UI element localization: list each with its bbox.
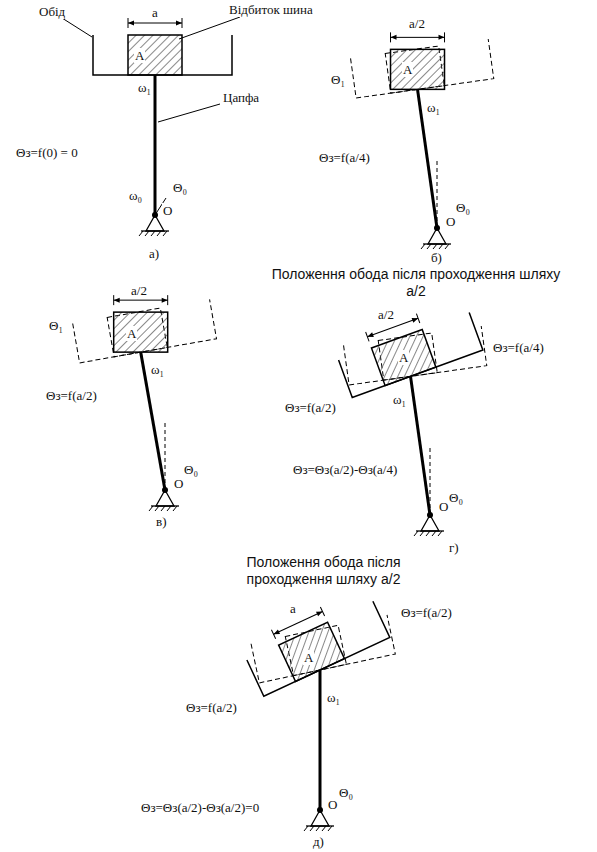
part-label: A <box>402 62 413 77</box>
part-label: O <box>438 499 449 514</box>
part-label: ω₀ <box>128 188 143 203</box>
subfigure-label: а) <box>148 246 160 261</box>
part-label: A <box>126 326 137 341</box>
part-label: O <box>173 476 184 491</box>
position-caption: Положення обода після проходження шляху … <box>215 554 432 588</box>
wheel-figure-b <box>348 19 514 249</box>
part-label: Θз=f(a/2) <box>284 400 337 415</box>
part-label: a/2 <box>377 307 395 322</box>
part-label: Θ₀ <box>172 180 188 195</box>
part-label: O <box>445 214 456 229</box>
part-label: Відбиток шина <box>228 2 314 17</box>
part-label: Θз=f(a/4) <box>492 340 545 355</box>
part-label: Θз=f(a/2) <box>185 700 238 715</box>
part-label: Цапфа <box>222 90 260 105</box>
part-label: a <box>151 5 159 20</box>
subfigure-label: б) <box>430 250 443 265</box>
part-label: Θз=Θз(a/2)-Θз(a/2)=0 <box>140 800 260 815</box>
part-label: O <box>162 203 173 218</box>
part-label: Обід <box>38 4 66 19</box>
part-label: A <box>398 350 409 365</box>
part-label: Θ₁ <box>48 318 64 333</box>
subfigure-label: в) <box>155 514 167 529</box>
part-label: Θз=Θз(a/2)-Θз(a/4) <box>292 462 398 477</box>
part-label: A <box>303 650 314 665</box>
part-label: ω₁ <box>326 690 341 705</box>
part-label: Θз=f(0) = 0 <box>15 145 79 160</box>
part-label: ω₁ <box>150 362 165 377</box>
part-label: ω₁ <box>392 392 407 407</box>
part-label: Θ₀ <box>183 462 199 477</box>
part-label: Θз=f(a/2) <box>400 605 453 620</box>
subfigure-label: д) <box>312 834 325 849</box>
position-caption: Положення обода після проходження шляху … <box>270 266 562 300</box>
part-label: Θз=f(a/2) <box>45 388 98 403</box>
part-label: Θ₀ <box>455 200 471 215</box>
part-label: a <box>289 601 297 616</box>
part-label: a/2 <box>408 16 426 31</box>
part-label: a/2 <box>130 283 148 298</box>
part-label: Θз=f(a/4) <box>318 150 371 165</box>
part-label: Θ₀ <box>448 490 464 505</box>
part-label: ω₁ <box>137 80 152 95</box>
part-label: O <box>327 797 338 812</box>
subfigure-label: г) <box>448 540 460 555</box>
part-label: A <box>134 48 145 63</box>
part-label: Θ₀ <box>338 785 354 800</box>
wheel-figure-d <box>329 295 507 536</box>
wheel-figure-e <box>240 586 396 831</box>
wheel-figure-a <box>62 17 240 236</box>
part-label: Θ₁ <box>330 72 346 87</box>
part-label: ω₁ <box>426 100 441 115</box>
